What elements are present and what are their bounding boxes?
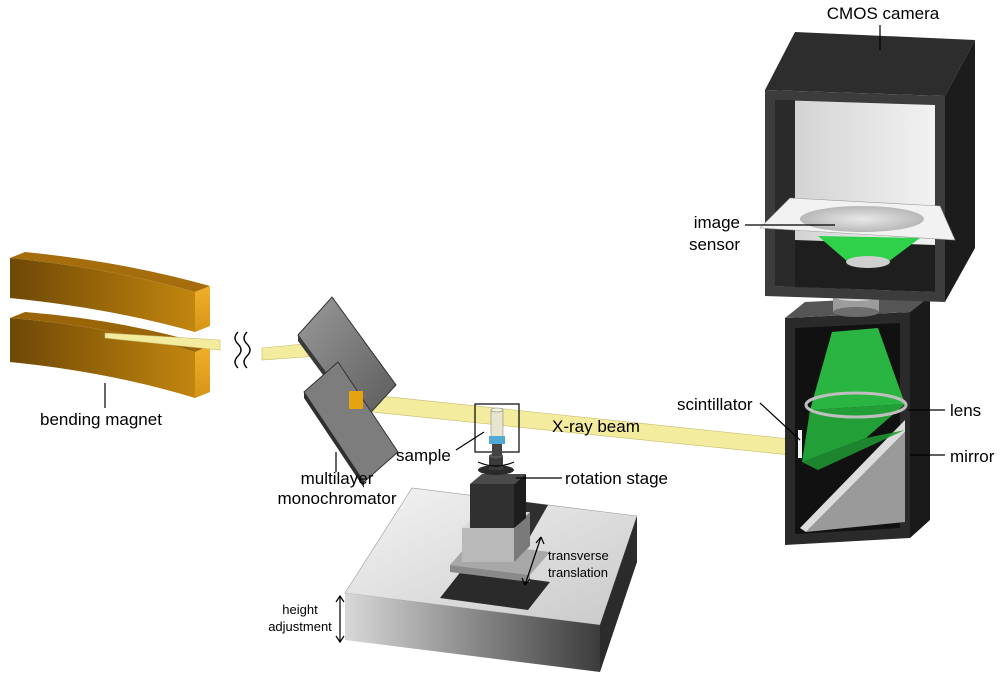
sample-stage-table [344, 453, 638, 672]
sample [474, 403, 520, 456]
label-multilayer-2: monochromator [277, 489, 396, 508]
sensor-light-cone [818, 236, 920, 262]
scintillator-plate [798, 430, 802, 458]
image-sensor-active-area [800, 206, 924, 232]
rotation-motor [470, 484, 514, 528]
beam-break-symbol [234, 331, 251, 369]
mono-plate-lower-edge [304, 392, 364, 488]
mono-beam-spot [349, 391, 363, 409]
light-cone-upper [810, 328, 905, 410]
sample-holder [489, 436, 505, 444]
label-image-sensor-1: image [694, 213, 740, 232]
magnet-lower-half [10, 318, 195, 398]
detector-housing [785, 296, 930, 545]
label-rotation-stage: rotation stage [565, 469, 668, 488]
label-image-sensor-2: sensor [689, 235, 740, 254]
detector-side [910, 296, 930, 538]
magnet-upper-top [10, 252, 210, 292]
cmos-camera [759, 32, 975, 302]
label-transverse-2: translation [548, 565, 608, 580]
label-transverse-1: transverse [548, 548, 609, 563]
light-cone-lower [802, 404, 905, 462]
translation-plate-front [450, 565, 530, 582]
magnet-upper-end [195, 286, 210, 332]
camera-top [765, 32, 975, 96]
multilayer-monochromator [297, 296, 399, 488]
lens-ring [804, 391, 908, 419]
label-xray-beam: X-ray beam [552, 417, 640, 436]
mirror-element [800, 420, 905, 532]
label-multilayer-1: multilayer [301, 469, 374, 488]
label-sample: sample [396, 446, 451, 465]
magnet-upper-half [10, 258, 195, 332]
label-scintillator: scintillator [677, 395, 753, 414]
label-height-2: adjustment [268, 619, 332, 634]
electron-fan [104, 332, 221, 351]
label-height-1: height [282, 602, 318, 617]
label-bending-magnet: bending magnet [40, 410, 162, 429]
light-cone-mirror [802, 430, 905, 470]
magnet-lower-end [195, 346, 210, 398]
table-side [600, 516, 637, 672]
label-cmos-camera: CMOS camera [827, 4, 940, 23]
table-front [345, 593, 600, 672]
label-mirror: mirror [950, 447, 995, 466]
rotation-base [462, 528, 514, 562]
bending-magnet [10, 252, 221, 398]
callout-lines [104, 25, 945, 644]
label-lens: lens [950, 401, 981, 420]
